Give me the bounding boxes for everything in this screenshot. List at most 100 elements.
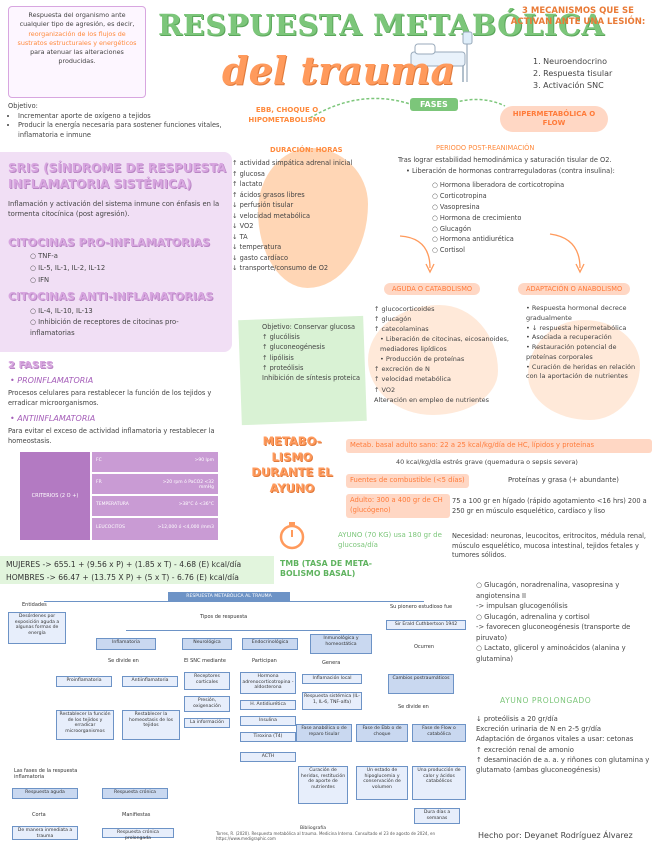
adapt-item: • ↓ respuesta hipermetabólica bbox=[526, 323, 627, 332]
hormone-item: ○ Corticotropina bbox=[432, 191, 487, 200]
metab-adult-value: 75 a 100 gr en hígado (rápido agotamient… bbox=[452, 497, 647, 515]
ayuno-item: ↑ excreción renal de amonio bbox=[476, 745, 574, 754]
map-pro-text: Restablecer la función de los tejidos y … bbox=[56, 710, 114, 740]
map-divide: Se divide en bbox=[108, 658, 139, 664]
hyper-label: HIPERMETABÓLICA O FLOW bbox=[500, 106, 608, 133]
ebb-item: ↓ gasto cardíaco bbox=[232, 253, 288, 262]
ebb-item: ↓ TA bbox=[232, 232, 248, 241]
aguda-label: AGUDA O CATABOLISMO bbox=[384, 283, 481, 295]
ebb-item: ↑ glucosa bbox=[232, 169, 265, 178]
green-box-item: ↑ gluconeogénesis bbox=[262, 343, 325, 352]
pro-cytokines-heading: CITOCINAS PRO-INFLAMATORIAS bbox=[8, 236, 211, 249]
ebb-item: ↑ ácidos grasos libres bbox=[232, 190, 305, 199]
footer-credit: Hecho por: Deyanet Rodríguez Álvarez bbox=[478, 831, 633, 840]
aguda-item: • Producción de proteínas bbox=[380, 355, 465, 364]
mechanisms-heading: 3 MECANISMOS QUE SE ACTIVAN ANTE UNA LES… bbox=[510, 6, 646, 28]
aguda-item: ↑ glucagón bbox=[374, 315, 412, 324]
ebb-item: ↓ transporte/consumo de O2 bbox=[232, 264, 329, 273]
stopwatch-icon bbox=[278, 520, 306, 554]
metab-basal: Metab. basal adulto sano: 22 a 25 kcal/k… bbox=[346, 439, 652, 453]
ebb-label: EBB, CHOQUE O HIPOMETABOLISMO bbox=[248, 106, 326, 124]
green-box-item: Inhibición de síntesis proteica bbox=[262, 374, 361, 383]
adapt-item: • Curación de heridas en relación con la… bbox=[526, 362, 636, 381]
page-title-line2: del trauma bbox=[222, 48, 456, 93]
aguda-item: ↑ velocidad metabólica bbox=[374, 375, 451, 384]
map-pro: Proinflamatoria bbox=[56, 676, 112, 687]
map-connector bbox=[44, 601, 424, 602]
hyper-bullet-text: Liberación de hormonas contrarreguladora… bbox=[412, 167, 615, 175]
map-ocurren: Ocurren bbox=[414, 644, 435, 650]
gluco-item: ○ Glucagón, noradrenalina, vasopresina y… bbox=[476, 581, 620, 600]
aguda-item: ↑ glucocorticoides bbox=[374, 305, 435, 313]
aguda-item: ↑ VO2 bbox=[374, 385, 396, 394]
map-neuro: Neurológica bbox=[182, 638, 232, 650]
map-estados: Las fases de la respuesta inflamatoria bbox=[14, 768, 78, 780]
ebb-item: ↓ temperatura bbox=[232, 243, 282, 252]
adapt-item: • Respuesta hormonal decrece gradualment… bbox=[526, 304, 627, 322]
gluco-item: -> favorecen gluconeogénesis (transporte… bbox=[476, 623, 631, 642]
map-immune: Inmunológica y homeostática bbox=[310, 634, 372, 654]
criteria-row: TEMPERATURA >38°C ó <36°C bbox=[92, 496, 218, 516]
map-corto: Corta bbox=[32, 812, 46, 818]
mechanism-item: 2. Respuesta tisular bbox=[533, 69, 613, 78]
metab-stress: 40 kcal/kg/día estrés grave (quemadura o… bbox=[396, 458, 578, 466]
aguda-list: ↑ glucocorticoides ↑ glucagón ↑ catecola… bbox=[374, 304, 524, 405]
adapt-item: • Asociada a recuperación bbox=[526, 333, 612, 342]
ebb-duration: DURACIÓN: HORAS bbox=[270, 146, 343, 154]
hormone-item: ○ Hormona de crecimiento bbox=[432, 213, 522, 222]
anti-cytokine-item: ○ Inhibición de receptores de citocinas … bbox=[30, 317, 179, 337]
criteria-row: LEUCOCITOS >12,000 ó <4,000 /mm3 bbox=[92, 518, 218, 540]
aguda-item: Alteración en empleo de nutrientes bbox=[374, 395, 489, 404]
split-arrows bbox=[399, 233, 585, 274]
fases2-anti-label: • ANTIINFLAMATORIA bbox=[10, 414, 96, 423]
ebb-item: ↓ VO2 bbox=[232, 222, 254, 231]
map-neuro-box2: Presión, oxigenación bbox=[184, 696, 230, 712]
fases2-anti-text: Para evitar el exceso de actividad infla… bbox=[8, 427, 215, 445]
ebb-item: ↑ lactato bbox=[232, 180, 263, 189]
map-endo: Endocrinológica bbox=[242, 638, 298, 650]
hormone-list: ○ Hormona liberadora de corticotropina ○… bbox=[432, 180, 564, 256]
intro-box: Respuesta del organismo ante cualquier t… bbox=[8, 6, 146, 98]
ayuno-item: Excreción urinaria de N en 2-5 gr/día bbox=[476, 725, 602, 734]
ayuno-item: ↓ proteólisis a 20 gr/día bbox=[476, 715, 558, 723]
map-anti: Antiinflamatoria bbox=[122, 676, 178, 687]
green-box-item: ↑ proteólisis bbox=[262, 363, 304, 372]
map-immune2: Respuesta sistémica (IL-1, IL-6, TNF-alf… bbox=[302, 692, 362, 710]
map-fase2: Fase de Ebb o de choque bbox=[356, 724, 408, 742]
metab-ayuno-label: AYUNO (70 KG) usa 180 gr de glucosa/día bbox=[338, 531, 442, 550]
intro-text-a: Respuesta del organismo ante cualquier t… bbox=[19, 11, 135, 29]
mechanism-item: 3. Activación SNC bbox=[533, 81, 604, 90]
map-connector bbox=[126, 630, 340, 631]
tmb-women: MUJERES -> 655.1 + (9.56 x P) + (1.85 x … bbox=[6, 560, 242, 569]
map-def: Desórdenes por exposición aguda a alguna… bbox=[8, 612, 66, 644]
map-aguda: Respuesta aguda bbox=[12, 788, 78, 799]
ebb-item: ↓ velocidad metabólica bbox=[232, 211, 311, 220]
ebb-list: ↑ actividad simpática adrenal inicial ↑ … bbox=[232, 158, 382, 274]
aguda-blob bbox=[368, 305, 498, 415]
anti-cytokine-item: ○ IL-4, IL-10, IL-13 bbox=[30, 307, 93, 315]
ebb-item: ↓ perfusión tisular bbox=[232, 201, 294, 210]
adapt-label: ADAPTACIÓN O ANABOLISMO bbox=[518, 283, 631, 295]
map-immune1: Inflamación local bbox=[302, 674, 362, 684]
sris-panel bbox=[0, 152, 232, 352]
gluco-item: ○ Glucagón, adrenalina y cortisol bbox=[476, 612, 590, 621]
sris-text: Inflamación y activación del sistema inm… bbox=[8, 200, 220, 218]
hyper-period: PERIODO POST-REANIMACIÓN bbox=[436, 144, 535, 152]
ayuno-item: ↑ desaminación de a. a. y riñones con gl… bbox=[476, 755, 650, 774]
green-box-label: Objetivo: Conservar glucosa bbox=[262, 323, 356, 331]
objective-block: Objetivo: Incrementar aporte de oxígeno … bbox=[8, 102, 233, 140]
map-endo1: Hormona adrenocorticotropina - aldostero… bbox=[240, 672, 296, 694]
map-fase3-b: Dura días a semanas bbox=[414, 808, 460, 824]
green-box-item: ↑ glucólisis bbox=[262, 333, 300, 342]
map-genera: Genera bbox=[322, 660, 341, 666]
map-participa: Participan bbox=[252, 658, 277, 664]
pro-cytokines-list: ○ TNF-a ○ IL-5, IL-1, IL-2, IL-12 ○ IFN bbox=[30, 250, 105, 287]
ayuno-prolongado-label: AYUNO PROLONGADO bbox=[500, 696, 592, 705]
map-endo2: H. Antidiurética bbox=[240, 700, 296, 710]
map-fase3-text: Una producción de calor y ácidos cataból… bbox=[412, 766, 466, 800]
gluco-list: ○ Glucagón, noradrenalina, vasopresina y… bbox=[476, 580, 650, 664]
metab-ayuno-value: Necesidad: neuronas, leucocitos, eritroc… bbox=[452, 532, 647, 560]
fases2-heading: 2 FASES bbox=[8, 360, 54, 371]
map-snc: El SNC mediante bbox=[184, 658, 226, 664]
map-anti-text: Restablecer la homeostasis de los tejido… bbox=[122, 710, 180, 740]
